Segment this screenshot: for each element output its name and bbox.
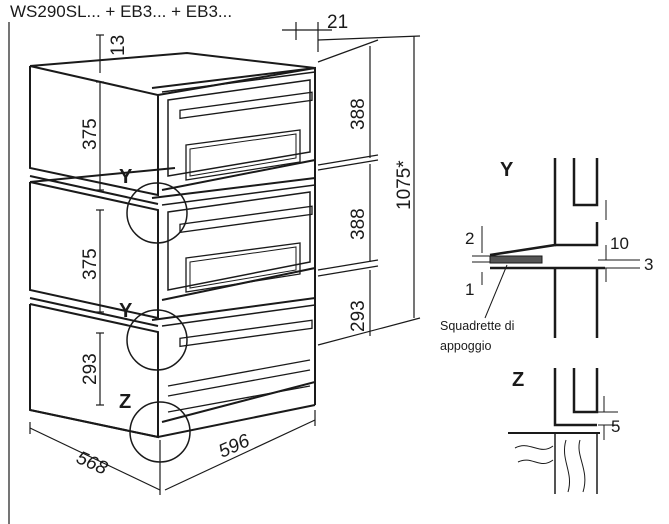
detail-y-title: Y	[500, 159, 514, 181]
detail-circle-y-upper	[126, 182, 188, 244]
label-y-upper: Y	[119, 166, 133, 188]
dim-depth: 568	[73, 447, 111, 479]
dim-total-height: 1075*	[394, 160, 415, 210]
detail-y-dim-2: 2	[465, 229, 474, 248]
detail-y-drawing	[472, 158, 640, 338]
cabinet-drawing	[29, 51, 316, 439]
support-bracket	[489, 255, 543, 264]
cabinet-upper	[29, 51, 316, 197]
appliance-upper	[151, 66, 316, 191]
dim-appliance-upper: 388	[348, 98, 369, 130]
dimension-lines-right	[282, 22, 421, 346]
cabinet-base	[29, 404, 316, 439]
dim-top-gap: 13	[108, 35, 129, 56]
label-y-lower: Y	[119, 300, 133, 322]
detail-circle-y-lower	[126, 309, 188, 371]
cabinet-middle	[29, 167, 176, 320]
detail-y-dim-3: 3	[644, 255, 653, 274]
detail-z-dim-5: 5	[611, 417, 620, 436]
dim-appliance-middle: 388	[348, 208, 369, 240]
detail-z-drawing	[508, 368, 618, 494]
dim-depth-offset: 21	[327, 12, 348, 33]
appliance-middle	[151, 176, 316, 301]
dim-cavity-upper: 375	[80, 118, 101, 150]
detail-y-dim-1: 1	[465, 280, 474, 299]
label-z: Z	[119, 391, 131, 413]
detail-z-title: Z	[512, 369, 524, 391]
dim-cavity-middle: 375	[80, 248, 101, 280]
dimension-lines-left	[29, 34, 316, 495]
detail-y-caption-line2: appoggio	[440, 339, 491, 353]
dim-cavity-lower: 293	[80, 353, 101, 385]
model-title: WS290SL... + EB3... + EB3...	[10, 2, 232, 21]
dim-width: 596	[215, 430, 253, 462]
detail-y-caption-line1: Squadrette di	[440, 319, 514, 333]
dim-appliance-lower: 293	[348, 300, 369, 332]
detail-y-dim-10: 10	[610, 234, 629, 253]
